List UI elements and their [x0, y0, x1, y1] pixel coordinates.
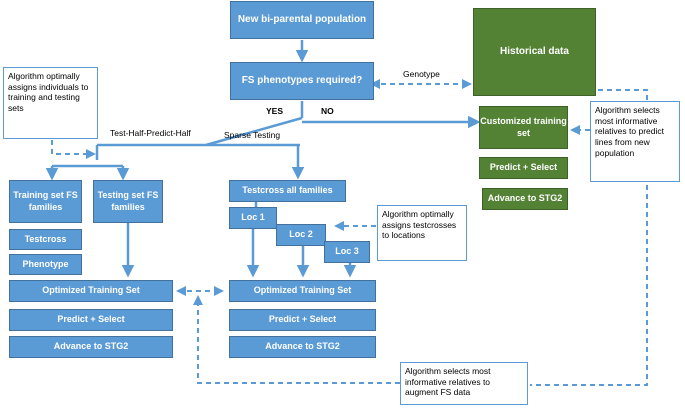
loc-algorithm-text: Algorithm optimally assigns testcrosses …: [382, 209, 457, 241]
line-yes-down: [205, 116, 303, 147]
testcross-box: Testcross: [9, 229, 82, 250]
loc2-box: Loc 2: [276, 224, 326, 246]
left-advance-label: Advance to STG2: [53, 341, 129, 352]
phenotype-box: Phenotype: [9, 254, 82, 275]
sparse-testing-label: Sparse Testing: [224, 130, 281, 140]
customized-training-box: Customized training set: [479, 106, 568, 149]
historical-algorithm-text: Algorithm selects most informative relat…: [595, 105, 664, 158]
right-predict-select-label: Predict + Select: [268, 314, 337, 325]
bottom-algorithm-text: Algorithm selects most informative relat…: [405, 366, 491, 398]
left-predict-select-label: Predict + Select: [57, 314, 125, 325]
left-algorithm-text: Algorithm optimally assigns individuals …: [8, 71, 89, 113]
arrow-left-note: [51, 140, 96, 159]
testcross-all-label: Testcross all families: [242, 185, 333, 196]
left-advance-box: Advance to STG2: [9, 336, 173, 358]
test-half-label: Test-Half-Predict-Half: [110, 128, 191, 138]
testing-set-label: Testing set FS families: [97, 190, 159, 212]
historical-predict-select-label: Predict + Select: [489, 162, 558, 173]
loc1-label: Loc 1: [241, 212, 265, 223]
testcross-all-box: Testcross all families: [229, 180, 346, 202]
left-optimized-training-box: Optimized Training Set: [9, 280, 173, 302]
new-population-box: New bi-parental population: [230, 1, 374, 39]
no-label: NO: [321, 106, 334, 116]
yes-label: YES: [266, 106, 284, 116]
right-predict-select-box: Predict + Select: [229, 309, 376, 331]
loc3-box: Loc 3: [324, 241, 370, 263]
new-population-label: New bi-parental population: [237, 13, 367, 25]
left-optimized-training-label: Optimized Training Set: [42, 285, 140, 296]
historical-data-box: Historical data: [473, 8, 596, 96]
right-optimized-training-box: Optimized Training Set: [229, 280, 376, 302]
right-advance-box: Advance to STG2: [229, 336, 376, 358]
loc3-label: Loc 3: [335, 246, 359, 257]
loc2-label: Loc 2: [289, 229, 313, 240]
phenotype-label: Phenotype: [22, 258, 69, 269]
customized-training-label: Customized training set: [480, 116, 567, 138]
left-predict-select-box: Predict + Select: [9, 309, 173, 331]
historical-predict-select-box: Predict + Select: [479, 157, 568, 179]
historical-advance-box: Advance to STG2: [482, 188, 568, 210]
genotype-label: Genotype: [403, 69, 440, 79]
fs-question-label: FS phenotypes required?: [241, 74, 363, 86]
historical-advance-label: Advance to STG2: [487, 193, 563, 204]
loc1-box: Loc 1: [229, 207, 277, 229]
testing-set-box: Testing set FS families: [93, 180, 163, 223]
arrow-bottom-loop: [193, 295, 400, 384]
left-algorithm-note: Algorithm optimally assigns individuals …: [3, 67, 98, 139]
historical-data-label: Historical data: [500, 45, 569, 57]
loc-algorithm-note: Algorithm optimally assigns testcrosses …: [377, 205, 467, 261]
right-advance-label: Advance to STG2: [265, 341, 340, 352]
fs-question-box: FS phenotypes required?: [230, 62, 374, 100]
right-optimized-training-label: Optimized Training Set: [253, 285, 352, 296]
training-set-label: Training set FS families: [13, 190, 78, 212]
historical-algorithm-note: Algorithm selects most informative relat…: [590, 101, 680, 182]
testcross-label: Testcross: [24, 233, 67, 244]
training-set-box: Training set FS families: [9, 180, 82, 223]
bottom-algorithm-note: Algorithm selects most informative relat…: [400, 362, 528, 405]
